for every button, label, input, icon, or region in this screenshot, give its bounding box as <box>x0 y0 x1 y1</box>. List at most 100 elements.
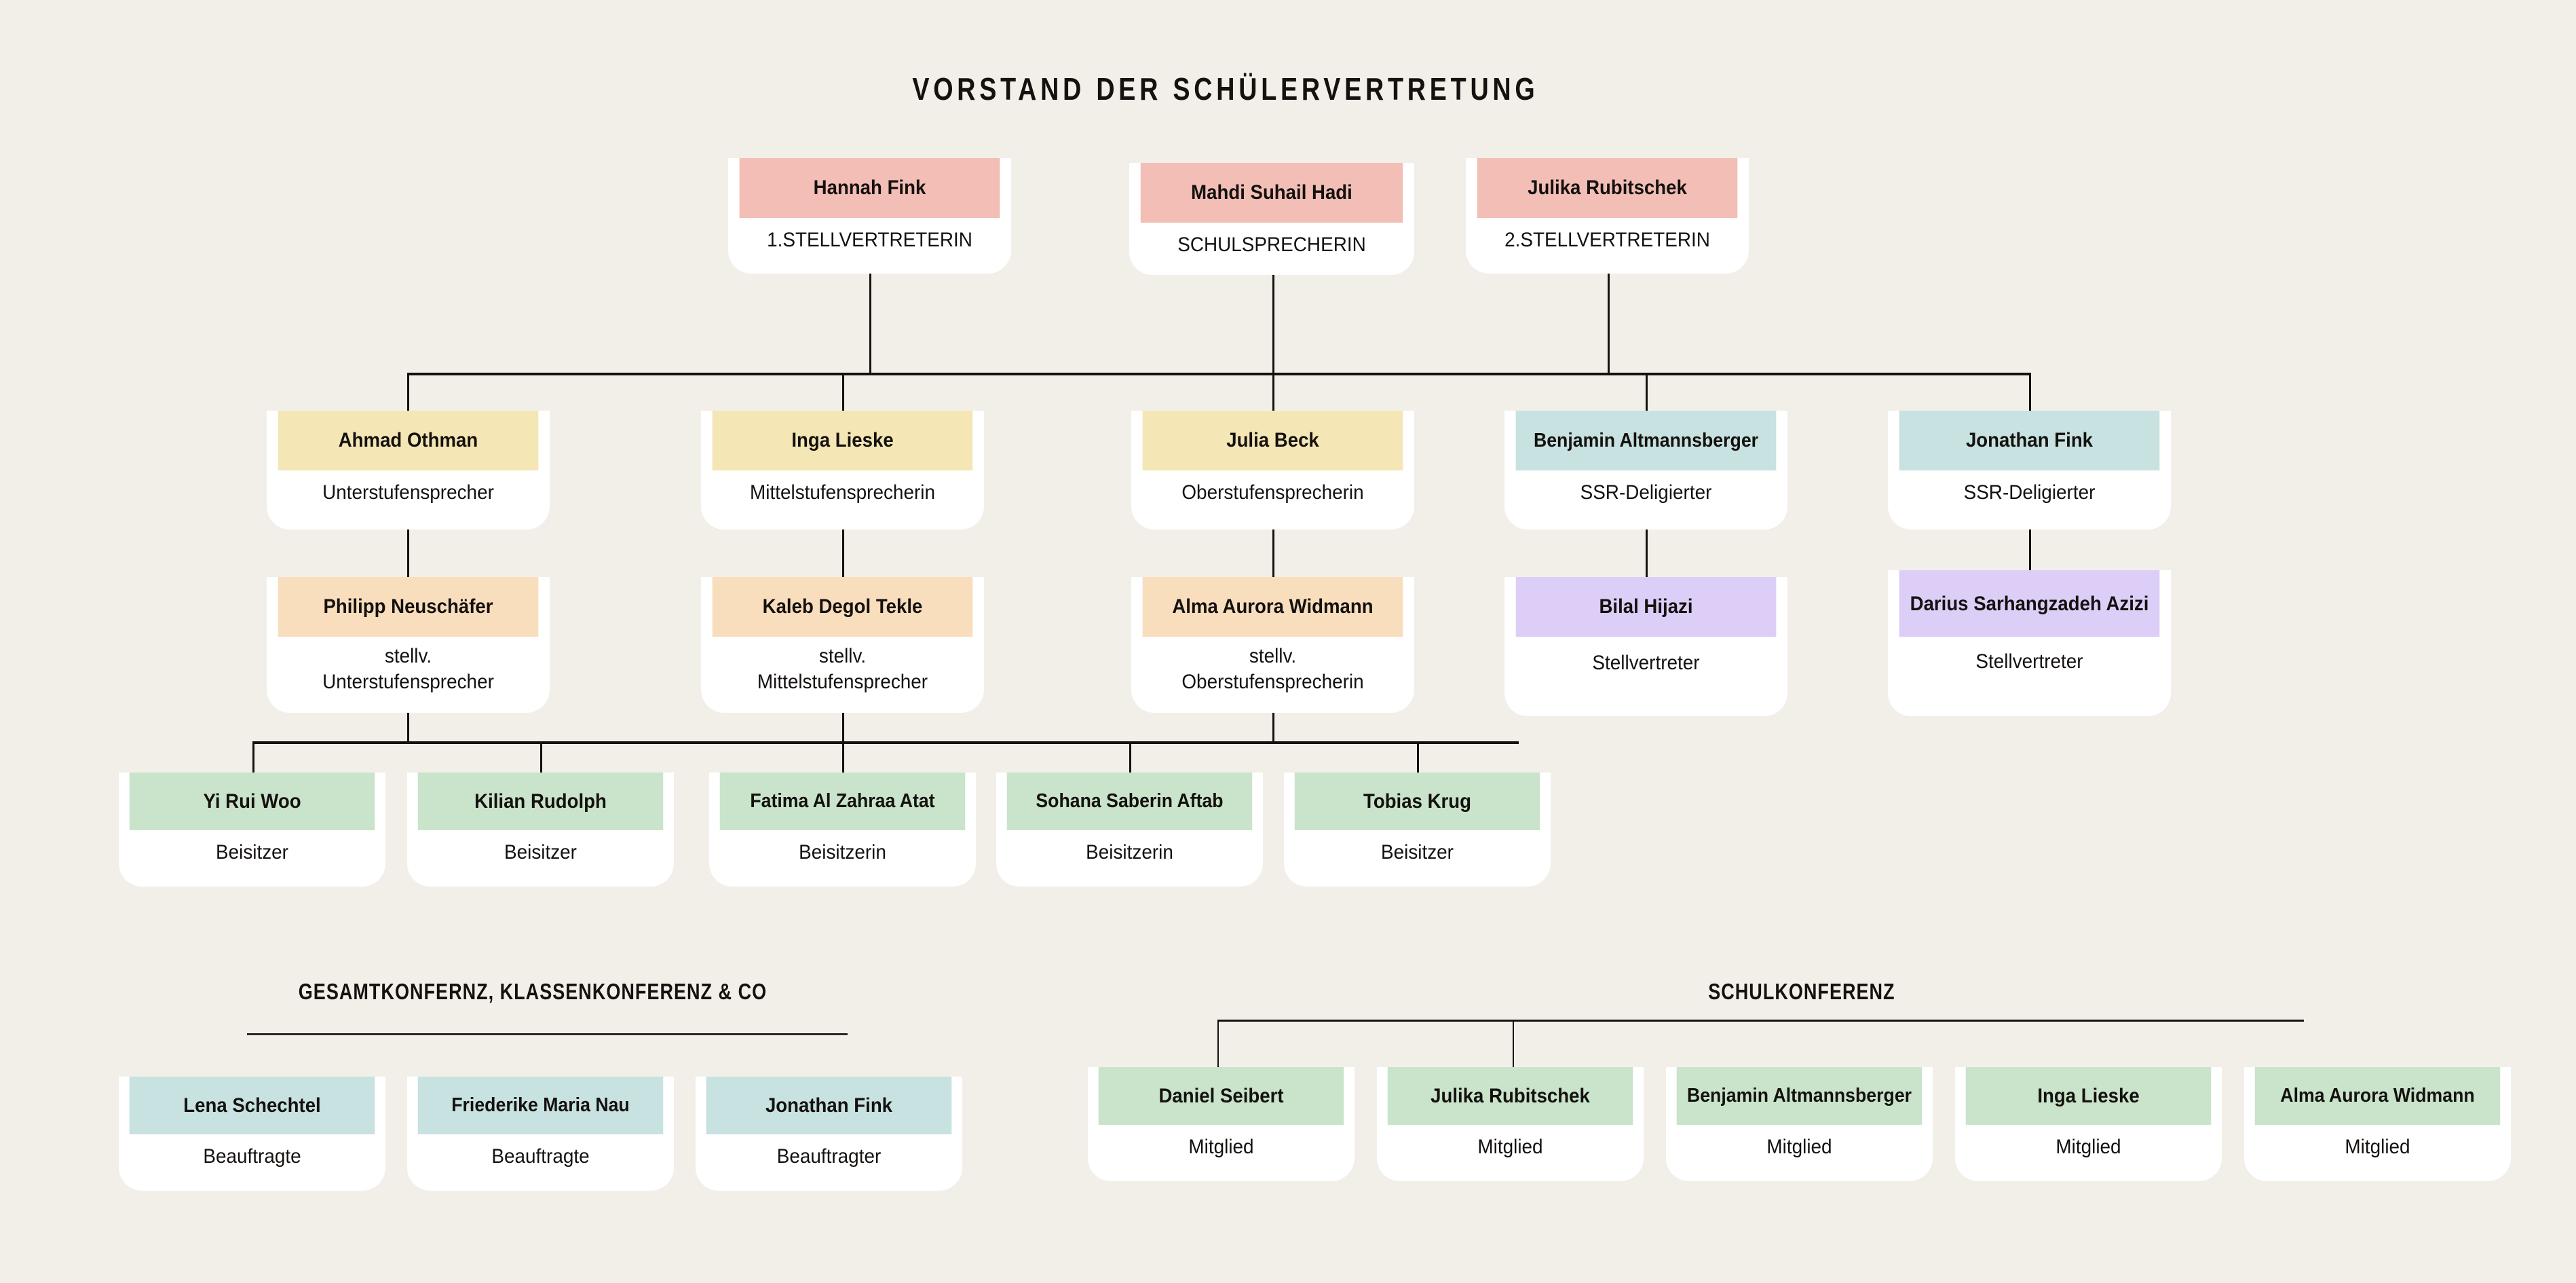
card-kilian-rudolph[interactable]: Kilian Rudolph Beisitzer <box>407 773 674 887</box>
connector-jonathan-deputy <box>2029 529 2031 577</box>
card-role: Stellvertreter <box>1975 650 2083 673</box>
card-julia-beck[interactable]: Julia Beck Oberstufensprecherin <box>1131 411 1414 529</box>
connector-philipp-down <box>407 692 409 743</box>
card-ahmad-othman[interactable]: Ahmad Othman Unterstufensprecher <box>267 411 550 529</box>
card-inga-lieske-mitglied[interactable]: Inga Lieske Mitglied <box>1955 1067 2222 1181</box>
connector-hannah-down <box>869 274 871 374</box>
card-sohana-saberin-aftab[interactable]: Sohana Saberin Aftab Beisitzerin <box>996 773 1263 887</box>
card-julika-rubitschek[interactable]: Julika Rubitschek 2.STELLVERTRETERIN <box>1466 158 1749 274</box>
card-philipp-neuschaefer[interactable]: Philipp Neuschäfer stellv. Unterstufensp… <box>267 577 550 713</box>
connector-inga-deputy <box>842 529 844 577</box>
card-role: Mitglied <box>1188 1136 1254 1158</box>
card-role: Beauftragte <box>491 1145 590 1168</box>
card-role: Mitglied <box>1766 1136 1832 1158</box>
card-fatima-al-zahraa-atat[interactable]: Fatima Al Zahraa Atat Beisitzerin <box>709 773 976 887</box>
card-tobias-krug[interactable]: Tobias Krug Beisitzer <box>1284 773 1551 887</box>
connector-drop-benjamin <box>1646 373 1648 411</box>
card-name: Yi Rui Woo <box>129 773 375 830</box>
card-alma-aurora-widmann-mitglied[interactable]: Alma Aurora Widmann Mitglied <box>2244 1067 2511 1181</box>
card-daniel-seibert[interactable]: Daniel Seibert Mitglied <box>1088 1067 1355 1181</box>
card-benjamin-altmannsberger-mitglied[interactable]: Benjamin Altmannsberger Mitglied <box>1666 1067 1933 1181</box>
connector-julia-deputy <box>1272 529 1274 577</box>
left-section-rule <box>247 1033 848 1035</box>
connector-drop-kilian <box>540 741 542 793</box>
card-name: Fatima Al Zahraa Atat <box>719 773 966 830</box>
card-name: Kilian Rudolph <box>417 773 664 830</box>
card-inga-lieske[interactable]: Inga Lieske Mittelstufensprecherin <box>701 411 984 529</box>
card-yi-rui-woo[interactable]: Yi Rui Woo Beisitzer <box>119 773 385 887</box>
connector-bus-speakers <box>407 373 2031 375</box>
right-section-drop-daniel <box>1217 1020 1219 1068</box>
card-name: Daniel Seibert <box>1098 1067 1344 1125</box>
connector-drop-tobias <box>1417 741 1419 793</box>
card-role: Beauftragte <box>203 1145 301 1168</box>
card-role: Unterstufensprecher <box>322 481 494 504</box>
card-name: Jonathan Fink <box>1899 411 2160 470</box>
card-name: Lena Schechtel <box>129 1077 375 1134</box>
connector-drop-fatima <box>842 741 844 793</box>
card-role: Beauftragter <box>776 1145 882 1168</box>
connector-julika-down <box>1608 274 1610 374</box>
page-title: VORSTAND DER SCHÜLERVERTRETUNG <box>912 71 1539 107</box>
card-friederike-maria-nau[interactable]: Friederike Maria Nau Beauftragte <box>407 1077 674 1191</box>
card-julika-rubitschek-mitglied[interactable]: Julika Rubitschek Mitglied <box>1377 1067 1644 1181</box>
card-name: Jonathan Fink <box>706 1077 952 1134</box>
card-name: Benjamin Altmannsberger <box>1676 1067 1922 1125</box>
card-name: Inga Lieske <box>1965 1067 2212 1125</box>
card-role: Beisitzerin <box>799 841 886 863</box>
connector-drop-jonathan <box>2029 373 2031 411</box>
connector-bus-assessors <box>252 741 1519 744</box>
card-kaleb-degol-tekle[interactable]: Kaleb Degol Tekle stellv. Mittelstufensp… <box>701 577 984 713</box>
card-role: stellv. Unterstufensprecher <box>322 645 494 694</box>
card-role: Beisitzer <box>215 841 288 863</box>
connector-benjamin-deputy <box>1646 529 1648 577</box>
card-name: Ahmad Othman <box>278 411 539 470</box>
connector-drop-ahmad <box>407 373 409 411</box>
card-name: Hannah Fink <box>739 158 1000 218</box>
card-name: Mahdi Suhail Hadi <box>1140 163 1403 223</box>
card-role: SCHULSPRECHERIN <box>1177 234 1366 256</box>
card-role: 1.STELLVERTRETERIN <box>767 229 972 251</box>
card-role: Beisitzer <box>504 841 577 863</box>
connector-mahdi-down <box>1272 274 1274 374</box>
card-benjamin-altmannsberger-ssr[interactable]: Benjamin Altmannsberger SSR-Deligierter <box>1504 411 1787 529</box>
card-name: Alma Aurora Widmann <box>1142 577 1403 637</box>
card-name: Julika Rubitschek <box>1477 158 1738 218</box>
card-name: Inga Lieske <box>712 411 973 470</box>
connector-ahmad-deputy <box>407 529 409 577</box>
connector-drop-yirui <box>252 741 254 793</box>
card-name: Julika Rubitschek <box>1387 1067 1633 1125</box>
card-bilal-hijazi[interactable]: Bilal Hijazi Stellvertreter <box>1504 577 1787 716</box>
card-jonathan-fink-beauftragter[interactable]: Jonathan Fink Beauftragter <box>696 1077 962 1191</box>
card-role: SSR-Deligierter <box>1963 481 2096 504</box>
card-name: Sohana Saberin Aftab <box>1006 773 1253 830</box>
connector-drop-julia <box>1272 373 1274 411</box>
card-name: Kaleb Degol Tekle <box>712 577 973 637</box>
card-name: Friederike Maria Nau <box>417 1077 664 1134</box>
card-alma-aurora-widmann-deputy[interactable]: Alma Aurora Widmann stellv. Oberstufensp… <box>1131 577 1414 713</box>
card-jonathan-fink-ssr[interactable]: Jonathan Fink SSR-Deligierter <box>1888 411 2171 529</box>
card-role: 2.STELLVERTRETERIN <box>1504 229 1710 251</box>
connector-alma-down <box>1272 713 1274 743</box>
card-role: Mitglied <box>2056 1136 2121 1158</box>
card-name: Bilal Hijazi <box>1515 577 1777 637</box>
card-role: Mittelstufensprecherin <box>750 481 935 504</box>
card-role: Mitglied <box>1477 1136 1543 1158</box>
card-name: Benjamin Altmannsberger <box>1515 411 1777 470</box>
card-name: Alma Aurora Widmann <box>2254 1067 2501 1125</box>
card-role: Beisitzerin <box>1086 841 1173 863</box>
card-role: SSR-Deligierter <box>1580 481 1712 504</box>
card-name: Darius Sarhangzadeh Azizi <box>1899 570 2160 637</box>
card-mahdi-suhail-hadi[interactable]: Mahdi Suhail Hadi SCHULSPRECHERIN <box>1129 163 1414 275</box>
card-role: stellv. Mittelstufensprecher <box>757 645 928 694</box>
card-lena-schechtel[interactable]: Lena Schechtel Beauftragte <box>119 1077 385 1191</box>
card-role: Beisitzer <box>1380 841 1454 863</box>
card-role: Oberstufensprecherin <box>1181 481 1364 504</box>
card-name: Julia Beck <box>1142 411 1403 470</box>
left-section-title: GESAMTKONFERNZ, KLASSENKONFERENZ & CO <box>298 979 768 1004</box>
card-role: stellv. Oberstufensprecherin <box>1181 645 1364 694</box>
card-hannah-fink[interactable]: Hannah Fink 1.STELLVERTRETERIN <box>728 158 1011 274</box>
right-section-bus <box>1217 1020 2304 1022</box>
card-darius-sarhangzadeh-azizi[interactable]: Darius Sarhangzadeh Azizi Stellvertreter <box>1888 570 2171 716</box>
